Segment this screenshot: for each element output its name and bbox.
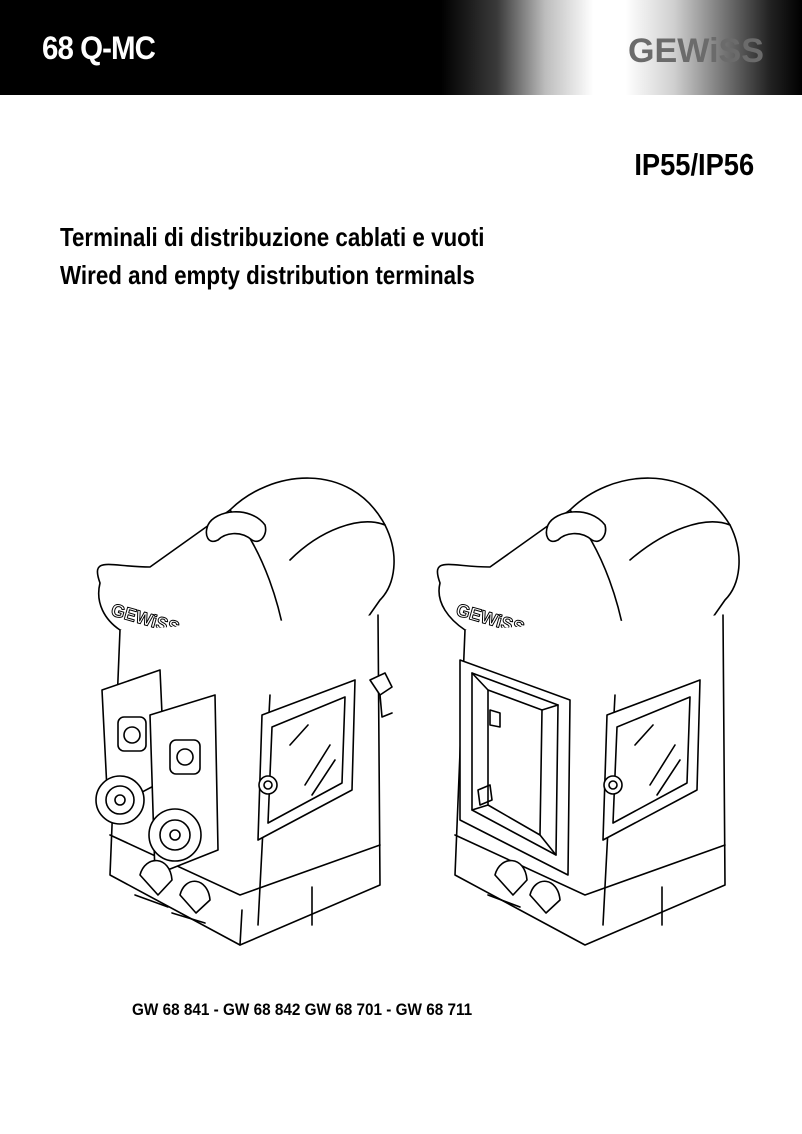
title-english: Wired and empty distribution terminals: [60, 260, 475, 290]
product-code-title: 68 Q-MC: [42, 30, 156, 66]
ip-rating: IP55/IP56: [634, 147, 754, 182]
gewiss-logo-text: GEWiSS: [628, 33, 764, 67]
header-bar: [0, 0, 802, 95]
title-italian: Terminali di distribuzione cablati e vuo…: [60, 222, 485, 252]
gewiss-logo: GEWiSS: [628, 33, 764, 67]
wired-terminal-illustration: GEWiSS: [80, 455, 400, 955]
empty-terminal-illustration: GEWiSS: [430, 455, 750, 955]
product-codes: GW 68 841 - GW 68 842 GW 68 701 - GW 68 …: [132, 1000, 473, 1019]
